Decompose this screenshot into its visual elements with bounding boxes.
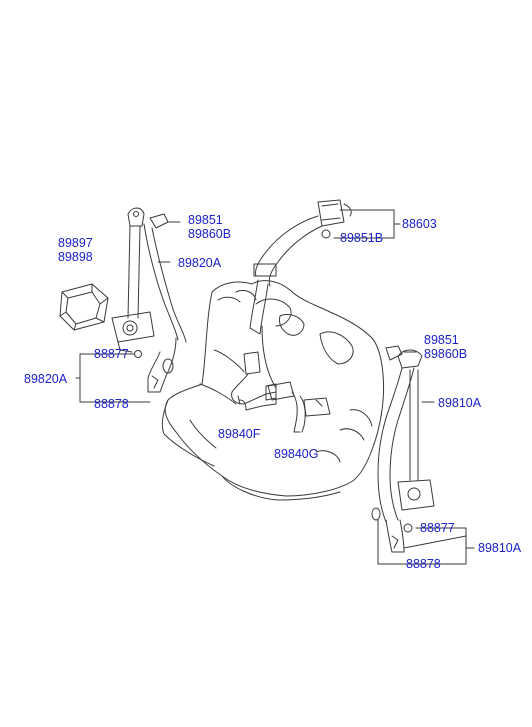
- cap-right: [385, 345, 403, 361]
- center-belt-assembly: [249, 199, 352, 335]
- callout-89851-left[interactable]: 89851: [188, 213, 223, 227]
- belt-guide-cover: [59, 283, 109, 331]
- callout-89898[interactable]: 89898: [58, 250, 93, 264]
- cap-left: [149, 213, 169, 229]
- callout-89840g[interactable]: 89840G: [274, 447, 319, 461]
- callout-89810a-right[interactable]: 89810A: [478, 541, 522, 555]
- callout-89897[interactable]: 89897: [58, 236, 93, 250]
- left-seat-belt-assembly: [111, 207, 187, 393]
- right-seat-belt-assembly: [371, 349, 435, 553]
- callout-89851-right[interactable]: 89851: [424, 333, 459, 347]
- callout-89851b[interactable]: 89851B: [340, 231, 384, 245]
- callout-89810a-upper[interactable]: 89810A: [438, 396, 482, 410]
- callout-88877-right[interactable]: 88877: [420, 521, 455, 535]
- callout-89860b-left[interactable]: 89860B: [188, 227, 232, 241]
- callout-88878-left[interactable]: 88878: [94, 397, 129, 411]
- leader-lines: [75, 209, 475, 565]
- callout-88877-left[interactable]: 88877: [94, 347, 129, 361]
- buckle-89840g: [267, 381, 331, 433]
- callout-89840f[interactable]: 89840F: [218, 427, 261, 441]
- callout-88603[interactable]: 88603: [402, 217, 437, 231]
- buckle-89840f: [231, 351, 277, 411]
- callout-89820a-left[interactable]: 89820A: [24, 372, 68, 386]
- rear-seat-outline: [161, 280, 385, 501]
- callout-89860b-right[interactable]: 89860B: [424, 347, 468, 361]
- callout-88878-right[interactable]: 88878: [406, 557, 441, 571]
- callout-89820a-upper[interactable]: 89820A: [178, 256, 222, 270]
